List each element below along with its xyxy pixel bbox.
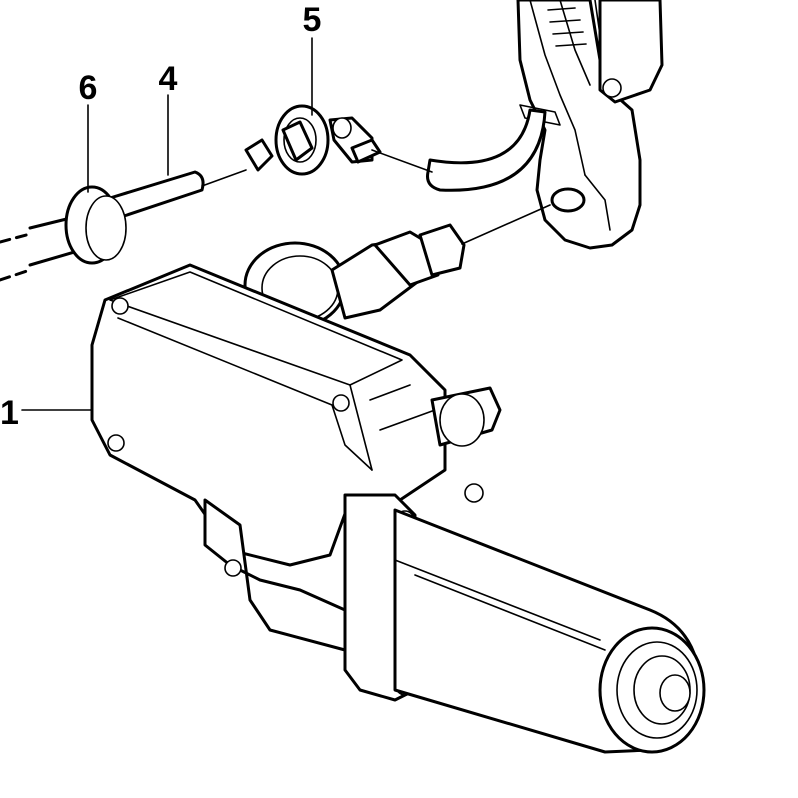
leader-lines — [21, 37, 551, 411]
grommet-6 — [64, 185, 127, 265]
motor-body — [393, 508, 706, 754]
callout-6: 6 — [79, 69, 98, 107]
washer-hose — [426, 108, 547, 192]
callout-1: 1 — [0, 394, 19, 432]
grommet-5 — [244, 104, 330, 176]
rear-connector — [430, 386, 502, 447]
callout-4: 4 — [159, 60, 178, 98]
elbow-connector — [328, 116, 382, 164]
tube-4 — [108, 170, 205, 220]
callout-5: 5 — [303, 1, 322, 39]
gearbox-housing — [90, 263, 447, 567]
